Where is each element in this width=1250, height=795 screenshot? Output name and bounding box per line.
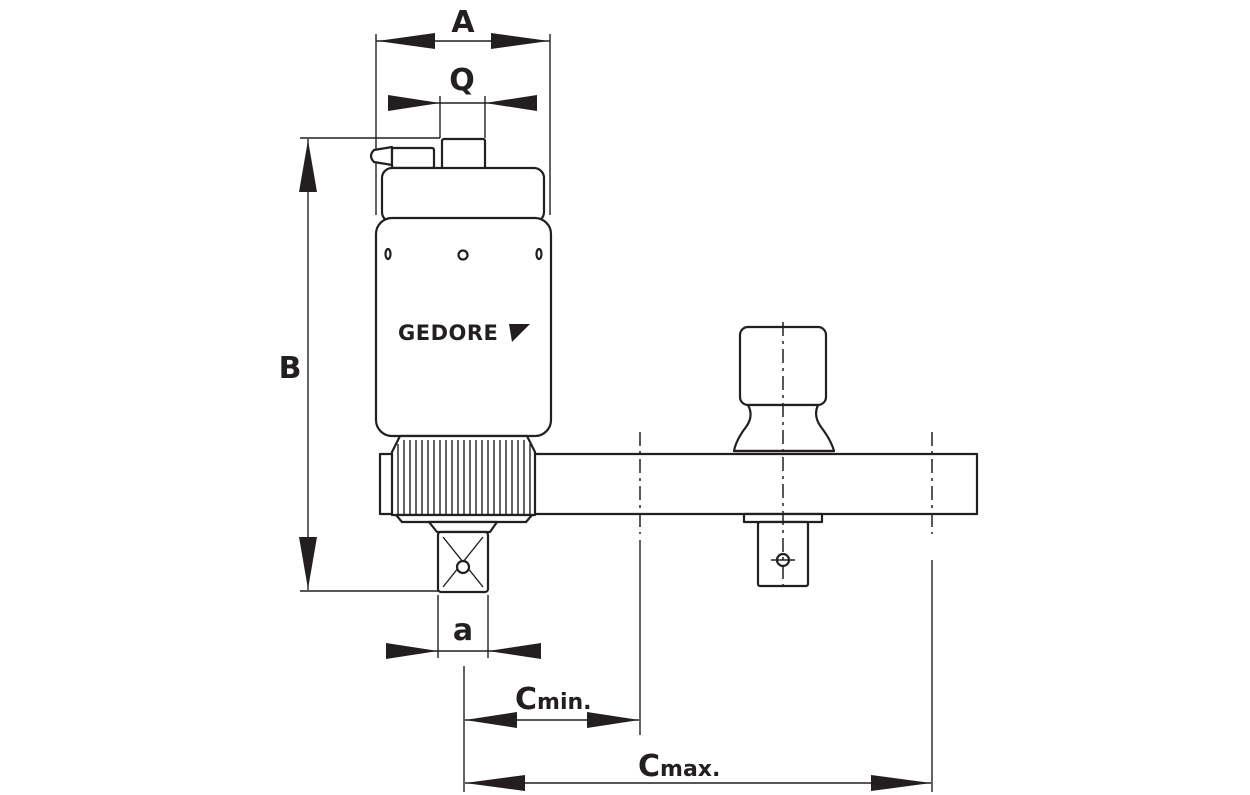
dimension-c-min: Cmin.	[463, 540, 641, 792]
lever-pin	[369, 145, 394, 167]
input-square-drive	[440, 137, 487, 171]
label-a: A	[451, 5, 475, 40]
label-q: Q	[449, 63, 475, 98]
brand-logo-mark	[509, 324, 530, 342]
label-a-square: a	[453, 613, 473, 648]
top-cap	[380, 166, 546, 224]
reaction-socket	[732, 322, 836, 592]
label-c-max: Cmax.	[638, 749, 720, 784]
dimension-q: Q	[388, 63, 537, 138]
dimension-a-square: a	[386, 595, 541, 659]
arm-limit-lines	[639, 432, 933, 534]
dimension-c-max: Cmax.	[465, 560, 933, 792]
label-c-min: Cmin.	[515, 682, 592, 717]
reaction-arm	[378, 452, 979, 516]
label-b: B	[279, 351, 302, 386]
gear-serrations	[397, 440, 531, 515]
dimension-b: B	[279, 137, 440, 592]
torque-multiplier-body: GEDORE	[369, 137, 553, 594]
dimension-a: A	[375, 5, 551, 215]
brand-logo-text: GEDORE	[398, 321, 498, 345]
